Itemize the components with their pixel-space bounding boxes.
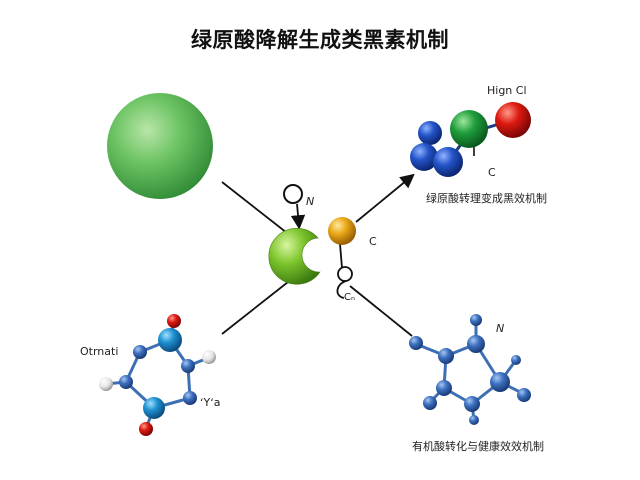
oxygen-atom	[167, 314, 181, 328]
center-c-sub-label: Cₙ	[344, 292, 355, 303]
ring-atom	[133, 345, 147, 359]
top-right-molecule	[410, 102, 531, 177]
hydrogen-atom	[202, 350, 216, 364]
center-c-label: C	[369, 235, 377, 248]
bottom-right-n-label: N	[496, 322, 505, 335]
ring-atom	[470, 314, 482, 326]
ring-atom	[181, 359, 195, 373]
green-atom	[450, 110, 488, 148]
arrow-center-to-top-right	[355, 173, 415, 223]
blue-atom-3	[433, 147, 463, 177]
center-n-label: N	[306, 195, 315, 208]
bottom-right-caption: 有机酸转化与健康效效机制	[412, 440, 544, 453]
top-right-c-label: C	[488, 166, 496, 179]
blue-atom-2	[410, 143, 438, 171]
line-center-to-bottom-left	[221, 281, 289, 335]
ring-atom	[467, 335, 485, 353]
ring-atom	[183, 391, 197, 405]
ring-atom	[469, 415, 479, 425]
ring-atom	[490, 372, 510, 392]
red-atom	[495, 102, 531, 138]
center-mechanism	[268, 184, 356, 299]
ring-atom	[438, 348, 454, 364]
bottom-right-ring	[409, 314, 531, 425]
bottom-left-ring	[99, 314, 216, 436]
center-down-arrow	[290, 203, 306, 230]
top-right-header-label: Hign Cl	[487, 84, 527, 97]
bottom-left-name-label: Otrnati	[80, 345, 119, 358]
ring-atom	[119, 375, 133, 389]
ring-atom	[423, 396, 437, 410]
lime-crescent	[268, 228, 321, 285]
ring-atom	[464, 396, 480, 412]
ring-atom-cyan	[158, 328, 182, 352]
page-title: 绿原酸降解生成类黑素机制	[191, 28, 449, 52]
ring-atom	[436, 380, 452, 396]
ring-atom	[511, 355, 521, 365]
bond-gold-to-open	[339, 243, 343, 269]
green-sphere	[107, 93, 213, 199]
connector-lines	[221, 173, 415, 337]
blue-atom-1	[418, 121, 442, 145]
line-center-to-bottom-right	[349, 285, 413, 337]
hydrogen-atom	[99, 377, 113, 391]
small-open-circle-top	[283, 184, 303, 204]
bottom-left-side-label: ʻYʻa	[200, 396, 221, 409]
ring-atom-cyan	[143, 397, 165, 419]
top-right-caption: 绿原酸转理变成黑效机制	[426, 192, 547, 205]
ring-atom	[409, 336, 423, 350]
small-open-circle-bottom	[337, 266, 353, 282]
line-green-sphere-to-center	[221, 181, 297, 241]
gold-atom	[328, 217, 356, 245]
ring-atom	[517, 388, 531, 402]
small-hook-bottom	[336, 280, 347, 299]
oxygen-atom	[139, 422, 153, 436]
